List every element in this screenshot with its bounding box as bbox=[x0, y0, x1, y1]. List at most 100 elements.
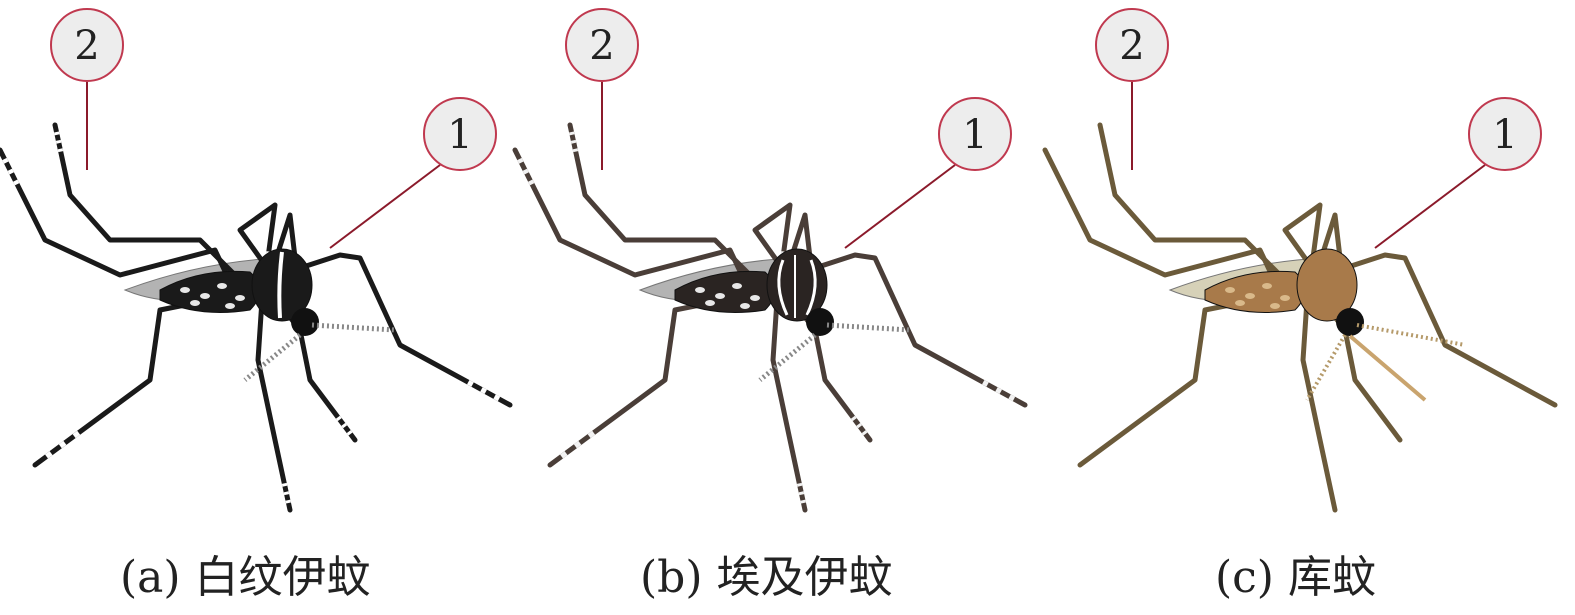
leg-band bbox=[995, 387, 1002, 394]
callout-2-circle bbox=[50, 8, 124, 82]
leg-band bbox=[796, 482, 803, 487]
callout-2-number: 2 bbox=[74, 23, 99, 69]
leg-band bbox=[72, 430, 81, 439]
hind-leg-rear bbox=[1042, 147, 1278, 285]
callout-2-circle bbox=[1095, 8, 1169, 82]
thigh-loop-left bbox=[237, 202, 278, 283]
abdomen-spot bbox=[1280, 295, 1290, 301]
abdomen-spot bbox=[1235, 300, 1245, 306]
thorax-stripe bbox=[277, 251, 284, 319]
fore-leg-right bbox=[1342, 252, 1558, 408]
abdomen-spot bbox=[225, 303, 235, 309]
leg-band bbox=[58, 440, 67, 449]
abdomen-spot bbox=[740, 303, 750, 309]
antenna-right bbox=[1356, 323, 1466, 347]
leg-band bbox=[856, 422, 863, 429]
leg-band bbox=[54, 131, 60, 136]
callout-1-number: 1 bbox=[1492, 112, 1517, 158]
proboscis bbox=[1348, 334, 1427, 402]
callout-1-leader bbox=[1374, 164, 1486, 249]
mid-leg-center bbox=[255, 297, 293, 513]
leg-band bbox=[493, 394, 501, 402]
abdomen-spot bbox=[695, 287, 705, 293]
callout-1-number: 1 bbox=[447, 112, 472, 158]
head bbox=[1336, 308, 1364, 336]
thorax-lyre-right bbox=[805, 259, 817, 316]
head bbox=[291, 308, 319, 336]
mid-leg-center bbox=[770, 297, 808, 513]
fore-leg-right bbox=[297, 252, 513, 408]
leg-band bbox=[570, 139, 577, 144]
thorax bbox=[1296, 248, 1358, 322]
mid-leg-center bbox=[1300, 297, 1338, 513]
abdomen-spot bbox=[1225, 287, 1235, 293]
caption-aedes-albopictus: (a) 白纹伊蚊 bbox=[120, 552, 371, 603]
leg-band bbox=[861, 430, 868, 436]
abdomen-spot bbox=[732, 283, 742, 289]
leg-band bbox=[467, 380, 474, 387]
antenna-left bbox=[1305, 333, 1347, 402]
antenna-left bbox=[243, 333, 302, 382]
hind-leg-front bbox=[52, 122, 243, 283]
callout-1-number: 1 bbox=[962, 112, 987, 158]
leg-band bbox=[55, 139, 62, 144]
hind-leg-front bbox=[567, 122, 758, 283]
leg-band bbox=[7, 168, 14, 175]
leg-band bbox=[517, 157, 524, 164]
callout-1-leader bbox=[329, 164, 441, 249]
leg-band bbox=[1008, 394, 1016, 402]
mid-leg-left bbox=[1077, 292, 1303, 468]
abdomen-spot bbox=[1245, 293, 1255, 299]
callout-2-number: 2 bbox=[1119, 23, 1144, 69]
leg-band bbox=[798, 491, 805, 496]
abdomen-spot bbox=[180, 287, 190, 293]
fore-leg-right bbox=[812, 252, 1028, 408]
leg-band bbox=[572, 148, 579, 153]
leg-band bbox=[560, 451, 568, 459]
leg-band bbox=[346, 430, 353, 436]
leg-band bbox=[480, 387, 487, 394]
leg-band bbox=[850, 415, 857, 422]
callout-1-circle bbox=[423, 97, 497, 171]
callout-2-number: 2 bbox=[589, 23, 614, 69]
leg-band bbox=[573, 440, 582, 449]
abdomen-spot bbox=[235, 295, 245, 301]
antenna-left bbox=[758, 333, 817, 382]
head bbox=[806, 308, 834, 336]
hind-leg-front bbox=[1097, 122, 1288, 283]
callout-2-circle bbox=[565, 8, 639, 82]
leg-band bbox=[45, 451, 53, 459]
leg-band bbox=[285, 499, 291, 504]
abdomen-spot bbox=[705, 300, 715, 306]
callout-1-circle bbox=[938, 97, 1012, 171]
leg-band bbox=[283, 491, 290, 496]
panel-aedes-albopictus: 21 bbox=[0, 8, 513, 513]
hind-leg-rear bbox=[512, 147, 748, 285]
panel-culex: 21 bbox=[1042, 8, 1558, 513]
abdomen-spot bbox=[217, 283, 227, 289]
antenna-right bbox=[826, 322, 911, 333]
leg-band bbox=[341, 422, 348, 429]
mid-leg-left bbox=[32, 292, 258, 468]
leg-band bbox=[982, 380, 989, 387]
antenna-right bbox=[311, 322, 396, 333]
caption-culex: (c) 库蚊 bbox=[1215, 552, 1376, 603]
leg-band bbox=[800, 499, 806, 504]
thigh-loop-left bbox=[752, 202, 793, 283]
abdomen-spot bbox=[1270, 303, 1280, 309]
caption-aedes-aegypti: (b) 埃及伊蚊 bbox=[640, 552, 893, 603]
thorax-lyre-left bbox=[777, 259, 789, 316]
abdomen-spot bbox=[715, 293, 725, 299]
callout-1-leader bbox=[844, 164, 956, 249]
leg-band bbox=[569, 131, 575, 136]
thigh-loop-left bbox=[1282, 202, 1323, 283]
leg-band bbox=[281, 482, 288, 487]
leg-band bbox=[528, 179, 535, 186]
leg-band bbox=[13, 179, 20, 186]
leg-band bbox=[522, 168, 529, 175]
abdomen-spot bbox=[1262, 283, 1272, 289]
leg-band bbox=[2, 157, 9, 164]
panel-aedes-aegypti: 21 bbox=[512, 8, 1028, 513]
abdomen-spot bbox=[190, 300, 200, 306]
callout-1-circle bbox=[1468, 97, 1542, 171]
